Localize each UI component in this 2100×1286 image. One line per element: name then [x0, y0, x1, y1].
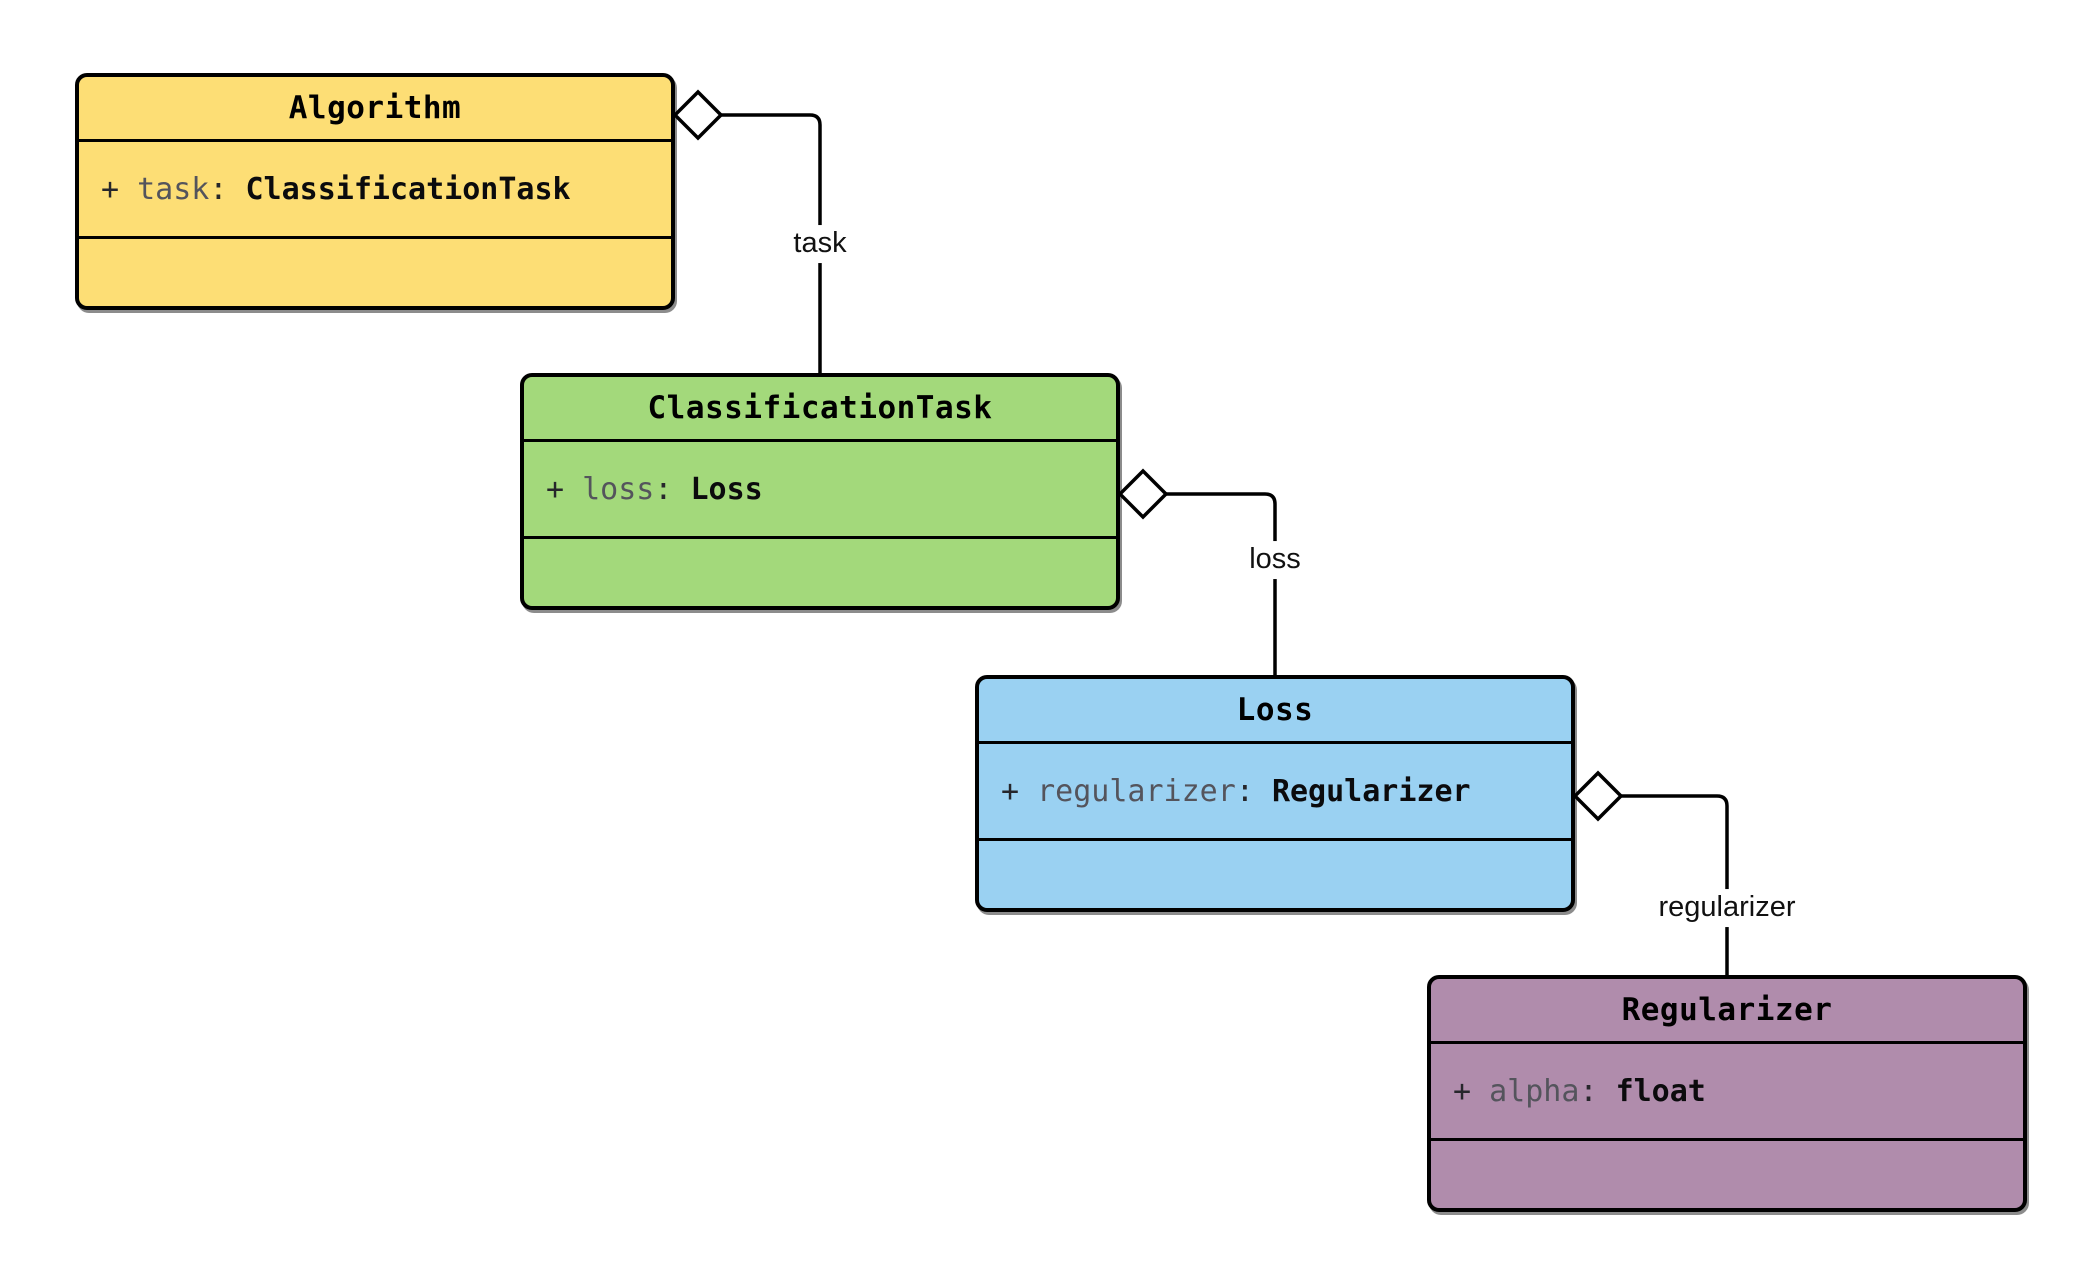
aggregation-diamond-icon [1572, 770, 1624, 822]
attr-name: alpha [1489, 1073, 1580, 1109]
attr-separator: : [209, 171, 246, 207]
attr-visibility: + [1453, 1073, 1490, 1109]
attr-type: Regularizer [1271, 773, 1471, 809]
class-methods-compartment [524, 539, 1116, 606]
attr-separator: : [1579, 1073, 1616, 1109]
relation-edge-task [721, 113, 822, 373]
attr-name: task [137, 171, 210, 207]
relation-edge-loss [1166, 492, 1277, 675]
attr-type: float [1615, 1073, 1706, 1109]
class-box-loss: Loss + regularizer: Regularizer [975, 675, 1575, 912]
attr-type: Loss [690, 471, 763, 507]
attr-visibility: + [546, 471, 583, 507]
class-title: Loss [979, 679, 1571, 744]
attr-name: loss [582, 471, 655, 507]
class-box-algorithm: Algorithm + task: ClassificationTask [75, 73, 675, 310]
class-title: Regularizer [1431, 979, 2023, 1044]
class-title: ClassificationTask [524, 377, 1116, 442]
class-attribute-row: + loss: Loss [524, 442, 1116, 539]
aggregation-diamond-icon [672, 89, 724, 141]
relation-edge-regularizer [1621, 794, 1729, 975]
attr-separator: : [654, 471, 691, 507]
aggregation-diamond-icon [1117, 468, 1169, 520]
class-methods-compartment [79, 239, 671, 306]
class-methods-compartment [1431, 1141, 2023, 1208]
class-attribute-row: + regularizer: Regularizer [979, 744, 1571, 841]
relation-label-loss: loss [1240, 541, 1310, 579]
attr-name: regularizer [1037, 773, 1236, 809]
relation-label-regularizer: regularizer [1649, 889, 1805, 927]
class-box-classificationtask: ClassificationTask + loss: Loss [520, 373, 1120, 610]
attr-visibility: + [101, 171, 138, 207]
class-attribute-row: + alpha: float [1431, 1044, 2023, 1141]
attr-separator: : [1235, 773, 1272, 809]
class-box-regularizer: Regularizer + alpha: float [1427, 975, 2027, 1212]
attr-type: ClassificationTask [245, 171, 571, 207]
relation-label-task: task [784, 225, 856, 263]
class-title: Algorithm [79, 77, 671, 142]
attr-visibility: + [1001, 773, 1038, 809]
class-attribute-row: + task: ClassificationTask [79, 142, 671, 239]
class-methods-compartment [979, 841, 1571, 908]
